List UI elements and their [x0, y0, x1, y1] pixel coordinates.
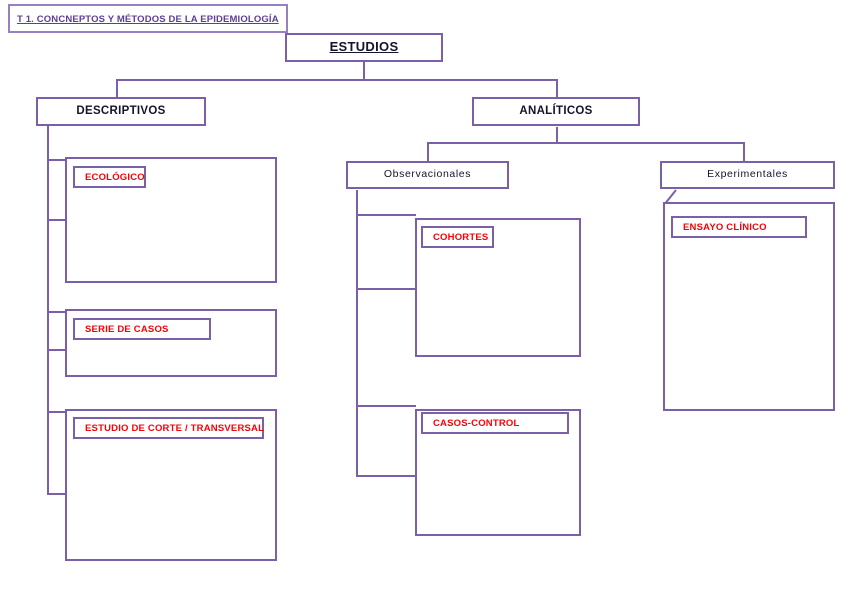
- connector-descriptivos-stub-bottom: [47, 493, 67, 495]
- document-title-text: T 1. CONCNEPTOS Y MÉTODOS DE LA EPIDEMIO…: [17, 14, 279, 25]
- leaf-ensayo-clinico-label: ENSAYO CLÍNICO: [683, 221, 767, 233]
- document-title-chip: T 1. CONCNEPTOS Y MÉTODOS DE LA EPIDEMIO…: [8, 4, 288, 33]
- leaf-cohortes[interactable]: COHORTES: [421, 226, 494, 248]
- node-estudios[interactable]: ESTUDIOS: [285, 33, 443, 62]
- leaf-cohortes-label: COHORTES: [433, 231, 489, 243]
- connector-observacionales-stub-cohortes-mid: [356, 288, 416, 290]
- leaf-serie-de-casos[interactable]: SERIE DE CASOS: [73, 318, 211, 340]
- connector-experimentales-drop: [743, 142, 745, 162]
- node-analiticos[interactable]: ANALÍTICOS: [472, 97, 640, 126]
- node-descriptivos[interactable]: DESCRIPTIVOS: [36, 97, 206, 126]
- connector-analiticos-stem: [556, 127, 558, 144]
- connector-descriptivos-stub-transversal: [47, 411, 67, 413]
- leaf-casos-control-label: CASOS-CONTROL: [433, 417, 520, 429]
- connector-analiticos-bus: [427, 142, 745, 144]
- node-experimentales[interactable]: Experimentales: [660, 161, 835, 189]
- connector-descriptivos-stub-serie-mid: [47, 349, 65, 351]
- node-estudios-label: ESTUDIOS: [329, 39, 399, 55]
- connector-descriptivos-stub-ecologico-mid: [47, 219, 65, 221]
- connector-observacionales-trunk: [356, 190, 358, 477]
- node-descriptivos-label: DESCRIPTIVOS: [76, 105, 166, 118]
- connector-descriptivos-trunk: [47, 125, 49, 495]
- leaf-serie-de-casos-label: SERIE DE CASOS: [85, 323, 169, 335]
- leaf-ensayo-clinico[interactable]: ENSAYO CLÍNICO: [671, 216, 807, 238]
- node-observacionales[interactable]: Observacionales: [346, 161, 509, 189]
- connector-root-drop: [363, 62, 365, 81]
- connector-observacionales-stub-casos-bottom: [356, 475, 428, 477]
- node-experimentales-label: Experimentales: [707, 168, 788, 181]
- node-analiticos-label: ANALÍTICOS: [519, 105, 593, 118]
- leaf-corte-transversal-label: ESTUDIO DE CORTE / TRANSVERSAL: [85, 422, 265, 434]
- connector-observacionales-stub-casos: [356, 405, 416, 407]
- leaf-casos-control[interactable]: CASOS-CONTROL: [421, 412, 569, 434]
- leaf-corte-transversal[interactable]: ESTUDIO DE CORTE / TRANSVERSAL: [73, 417, 264, 439]
- node-observacionales-label: Observacionales: [383, 168, 472, 181]
- connector-observacionales-drop: [427, 142, 429, 162]
- leaf-ecologico-label: ECOLÓGICO: [85, 171, 145, 183]
- connector-root-bus: [116, 79, 558, 81]
- connector-descriptivos-stub-serie: [47, 311, 67, 313]
- connector-descriptivos-stub-ecologico: [47, 159, 67, 161]
- connector-analiticos-drop: [556, 79, 558, 98]
- connector-observacionales-stub-cohortes: [356, 214, 416, 216]
- connector-descriptivos-drop: [116, 79, 118, 98]
- leaf-ecologico[interactable]: ECOLÓGICO: [73, 166, 146, 188]
